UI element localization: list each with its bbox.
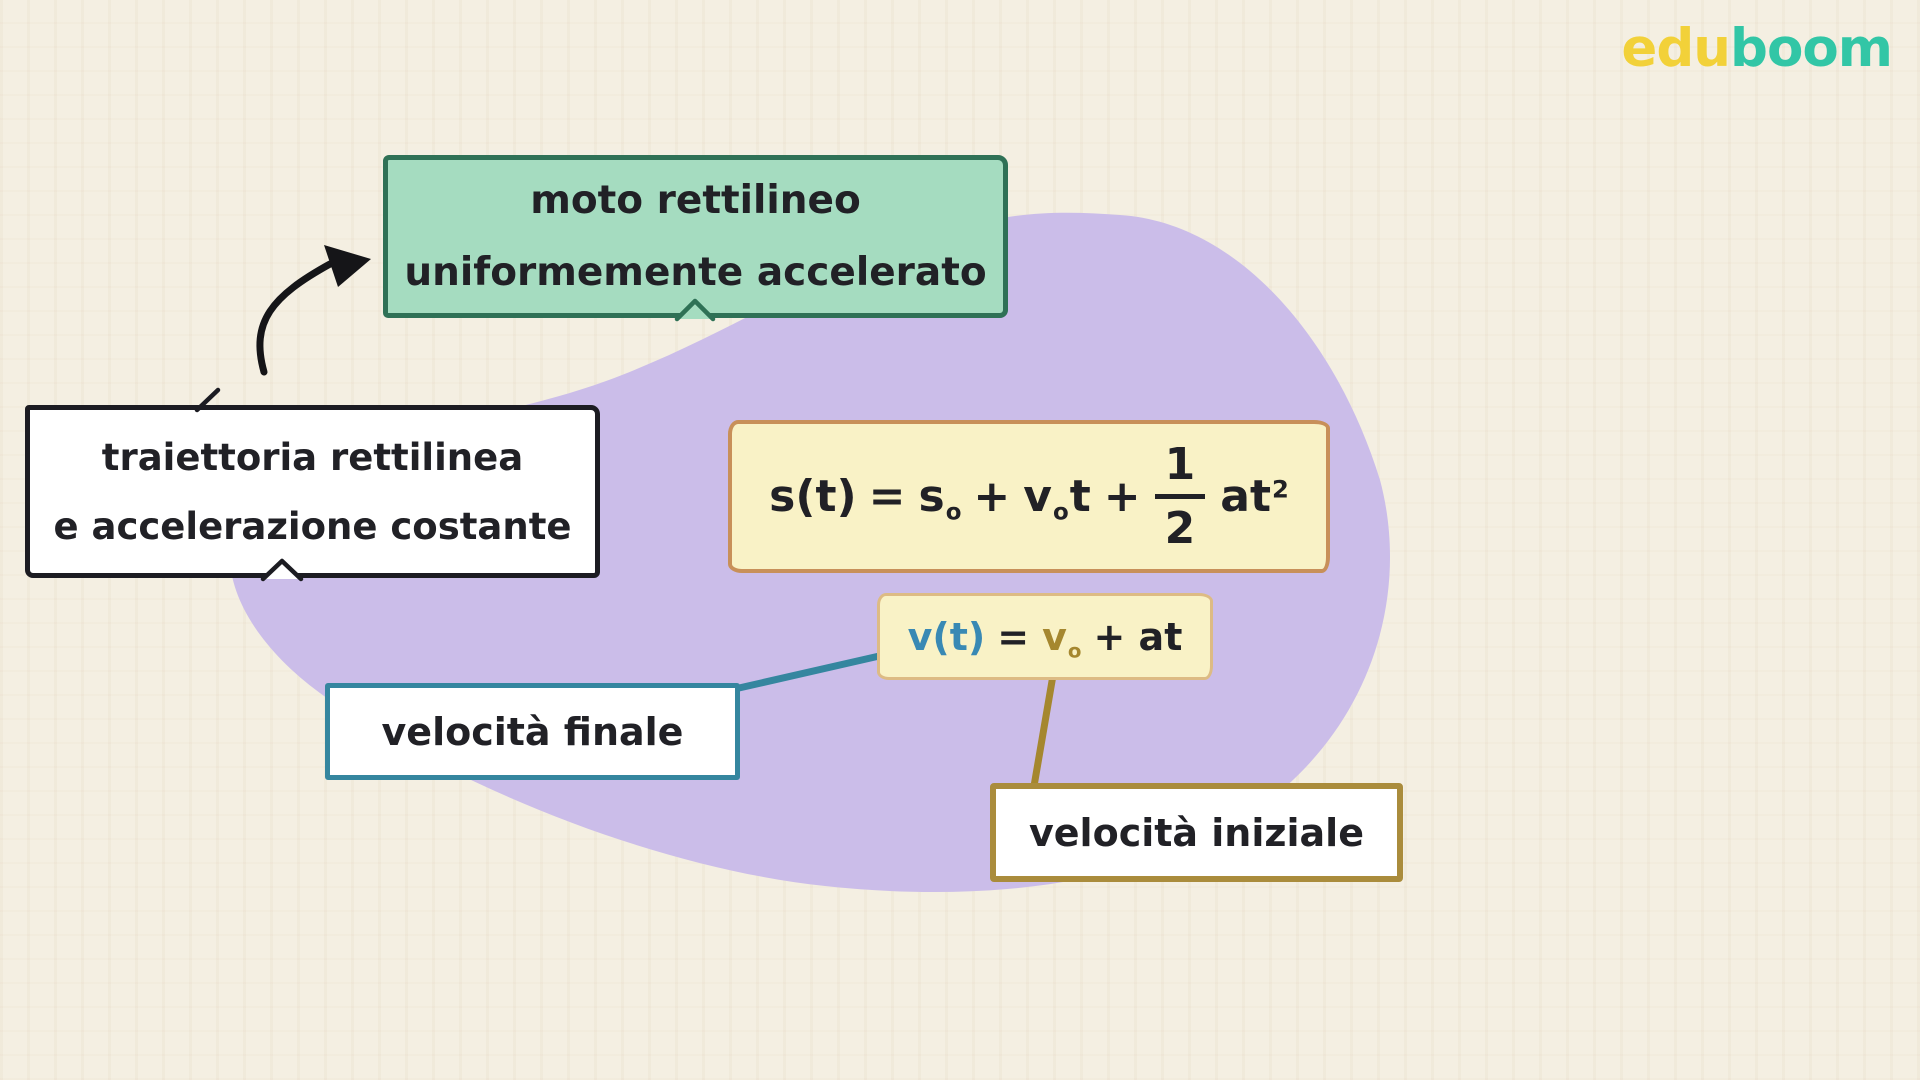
initial-position-term: so <box>918 470 962 526</box>
final-velocity-label: velocità finale <box>381 709 684 754</box>
concept-line-2: uniformemente accelerato <box>404 250 987 295</box>
initial-velocity-term: vot <box>1023 470 1091 526</box>
position-formula-box: s(t) = so + vot + 1 2 at2 <box>728 420 1330 573</box>
velocity-formula-box: v(t) = vo + at <box>877 593 1213 680</box>
velocity-lhs: v(t) <box>907 614 986 659</box>
formula-lhs: s(t) <box>769 470 857 522</box>
velocity-initial-term: vo <box>1042 614 1082 663</box>
fraction-denominator: 2 <box>1154 493 1206 551</box>
velocity-rest-term: + at <box>1093 614 1183 659</box>
final-velocity-connector-line <box>735 648 901 692</box>
initial-velocity-label-box: velocità iniziale <box>990 783 1403 882</box>
arrow-to-concept-curve <box>256 260 334 376</box>
acceleration-term: at2 <box>1220 470 1289 522</box>
velocity-formula: v(t) = vo + at <box>902 614 1189 663</box>
equals-sign: = <box>868 470 906 522</box>
initial-velocity-subscript: o <box>1052 499 1069 526</box>
eduboom-logo: eduboom <box>1621 22 1893 75</box>
plus-sign-1: + <box>973 470 1011 522</box>
one-half-fraction: 1 2 <box>1154 438 1206 551</box>
logo-boom-text: boom <box>1730 18 1893 79</box>
definition-line-1: traiettoria rettilinea <box>101 435 524 479</box>
concept-box: moto rettilineo uniformemente accelerato <box>383 155 1008 318</box>
initial-velocity-label: velocità iniziale <box>1029 810 1364 855</box>
squared-exponent: 2 <box>1271 475 1289 504</box>
fraction-numerator: 1 <box>1164 438 1196 490</box>
velocity-equals-sign: = <box>997 614 1030 659</box>
arrow-to-concept-head <box>324 245 371 287</box>
plus-sign-2: + <box>1103 470 1141 522</box>
velocity-initial-subscript: o <box>1067 639 1082 663</box>
definition-line-2: e accelerazione costante <box>53 504 572 548</box>
logo-edu-text: edu <box>1621 18 1731 79</box>
final-velocity-label-box: velocità finale <box>325 683 740 780</box>
concept-line-1: moto rettilineo <box>530 178 861 223</box>
initial-position-subscript: o <box>945 499 962 526</box>
position-formula: s(t) = so + vot + 1 2 at2 <box>763 438 1295 551</box>
definition-box: traiettoria rettilinea e accelerazione c… <box>25 405 600 578</box>
